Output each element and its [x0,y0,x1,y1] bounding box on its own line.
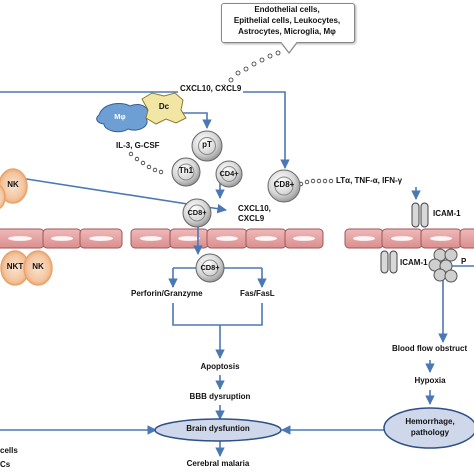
hemorrhage-line-1: Hemorrhage, [405,417,455,426]
lymphocyte-cd8-lower [182,198,212,228]
arrow-chemokine-to-cd8 [0,91,290,169]
macrophage-label: Mφ [114,112,126,121]
bubble-tail [280,40,298,52]
endothelial-cell [420,228,462,249]
hemorrhage-line-2: pathology [410,428,450,437]
arrow-dc-to-pt [183,112,212,129]
endothelial-cell [130,228,172,249]
cytokines-right-label: LTα, TNF-α, IFN-γ [336,176,403,185]
endothelial-cell [245,228,287,249]
lymphocyte-cd8-mid [267,169,301,203]
left-edge-line-2: Cs [0,460,11,469]
endothelial-cell [459,228,474,249]
cerebral-malaria-label: Cerebral malaria [186,459,250,468]
bbb-label: BBB dysruption [189,392,251,401]
endothelial-cell [381,228,423,249]
apoptosis-label: Apoptosis [200,362,240,371]
icam-receptor-bottom [380,250,398,274]
dendritic-label: Dc [158,102,170,111]
hemorrhage-node [383,407,474,449]
cd8-lower-label: CD8+ [187,208,207,217]
endothelial-cell [79,228,123,249]
nk-cell-left [0,168,28,204]
icam-bottom-label: ICAM-1 [400,258,428,267]
nk-cell-partial [0,185,6,209]
icam-receptor-top [411,202,429,228]
chemokines-mid-line-1: CXCL10, [238,204,271,213]
source-cells-box [221,3,355,43]
left-edge-line-1: cells [0,446,18,455]
lymphocyte-pt [191,130,223,162]
platelet-cluster [428,248,458,283]
endothelial-cell [284,228,324,249]
nk-bottom-label: NK [32,262,44,271]
cd8-mid-label: CD8+ [273,180,295,189]
lymphocyte-cd8-center [195,253,225,283]
pt-label: pT [202,140,212,149]
endothelial-cell [206,228,248,249]
dendritic-cell [141,92,187,125]
blood-flow-label: Blood flow obstruct [392,344,468,353]
join-line [172,303,263,326]
endothelial-cell [0,228,45,249]
th1-label: Th1 [178,166,194,175]
endothelial-cell [42,228,82,249]
nk-left-label: NK [7,180,19,189]
fas-label: Fas/FasL [240,289,275,298]
macrophage [96,102,149,133]
endothelial-cell [344,228,384,249]
endothelial-layer [0,228,474,249]
chemokines-mid-line-2: CXCL9 [238,214,265,223]
cd4-label: CD4+ [219,169,239,178]
perforin-label: Perforin/Granzyme [131,289,203,298]
cytokines-left-label: IL-3, G-CSF [116,141,160,150]
brain-dysfunction-node [154,418,282,442]
lymphocyte-th1 [171,157,201,187]
endothelial-cell [169,228,209,249]
cd8-center-label: CD8+ [200,263,220,272]
source-cells-line-3: Astrocytes, Microglia, Mφ [238,27,336,36]
source-cells-line-2: Epithelial cells, Leukocytes, [233,16,341,25]
chemokines-top-label: CXCL10, CXCL9 [178,84,244,94]
p-partial-label: P [461,257,467,266]
connectors [0,91,474,457]
brain-dysfunction-label: Brain dysfuntion [186,424,250,433]
nkt-label: NKT [6,262,24,271]
hypoxia-label: Hypoxia [414,376,446,385]
lymphocyte-cd4 [215,160,243,188]
nk-cell-bottom [23,250,53,286]
source-cells-line-1: Endothelial cells, [254,5,320,14]
icam-top-label: ICAM-1 [433,209,461,218]
